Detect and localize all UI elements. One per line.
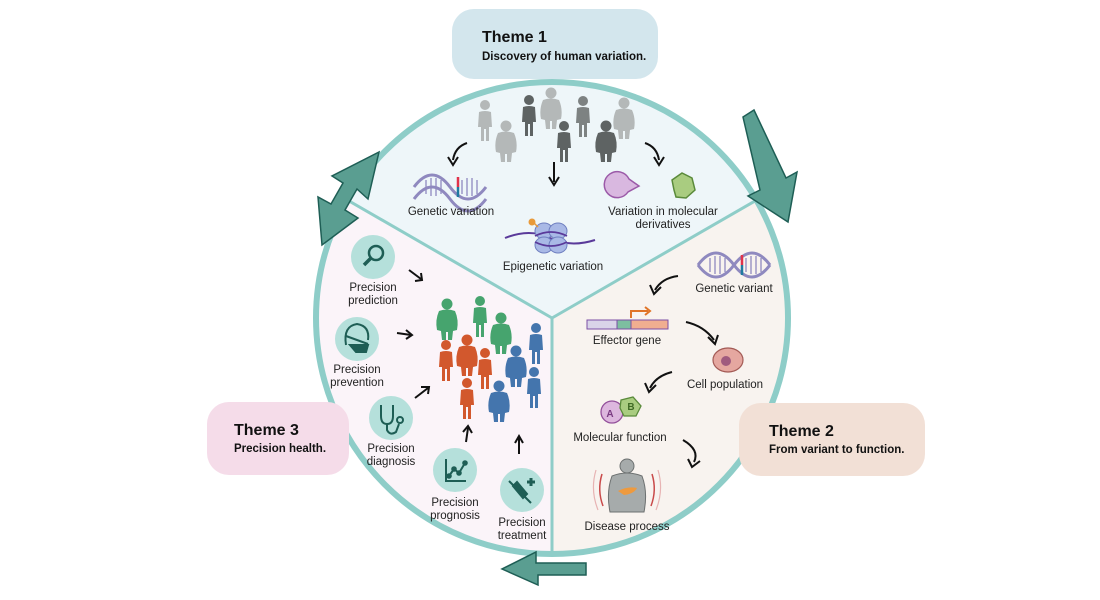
theme2-box: Theme 2 From variant to function.	[739, 403, 925, 476]
effector-gene-icon	[586, 306, 669, 330]
theme1-arrows	[447, 142, 665, 187]
syringe-icon	[508, 478, 535, 504]
face-mask-icon	[344, 322, 370, 353]
theme1-title: Theme 1	[482, 29, 547, 46]
precision-item-treatment: Precision treatment	[498, 468, 547, 542]
label-line1: Precision	[367, 443, 414, 455]
molecular-derivatives-icon	[603, 170, 696, 199]
label-a: A	[606, 409, 613, 420]
label-molecular-function: Molecular function	[573, 432, 666, 444]
label-line2: prediction	[348, 295, 398, 307]
label-epigenetic-variation: Epigenetic variation	[503, 261, 603, 273]
label-line1: Precision	[349, 282, 396, 294]
label-line2: prognosis	[430, 510, 480, 522]
line-chart-icon	[445, 459, 468, 482]
disease-process-icon	[592, 458, 662, 513]
theme2-subtitle: From variant to function.	[769, 444, 905, 456]
label-line1: Precision	[498, 517, 545, 529]
curved-arrow-icon	[644, 142, 660, 161]
precision-item-prognosis: Precision prognosis	[430, 448, 480, 522]
cell-icon	[712, 347, 744, 373]
dna-helix-icon	[412, 173, 488, 213]
label-line2: treatment	[498, 530, 547, 542]
label-molecular-derivatives-line2: derivatives	[636, 219, 691, 231]
molecular-function-icon: A B	[600, 396, 642, 424]
precision-item-prevention: Precision prevention	[330, 317, 384, 389]
theme1-box: Theme 1 Discovery of human variation.	[452, 9, 658, 79]
magnifier-icon	[362, 244, 385, 267]
nucleosome-icon	[504, 218, 596, 254]
theme3-box: Theme 3 Precision health.	[207, 402, 349, 475]
theme3-subtitle: Precision health.	[234, 443, 327, 455]
precision-item-prediction: Precision prediction	[348, 235, 398, 307]
sector-divider	[551, 188, 775, 320]
label-effector-gene: Effector gene	[593, 335, 661, 347]
cycle-arrow-theme3-theme1-bidirectional	[317, 150, 381, 247]
label-line1: Precision	[333, 364, 380, 376]
label-disease-process: Disease process	[584, 521, 669, 533]
icon-circle	[351, 235, 395, 279]
theme2-title: Theme 2	[769, 423, 834, 440]
curved-arrow-icon	[452, 142, 468, 161]
label-line2: prevention	[330, 377, 384, 389]
cycle-arrow-theme2-to-theme3	[500, 550, 587, 587]
theme2-arrows	[644, 275, 719, 469]
arrow-head	[447, 156, 459, 167]
label-genetic-variant: Genetic variant	[695, 283, 773, 295]
cycle-ring	[313, 79, 791, 557]
sector-divider	[329, 188, 553, 320]
cycle-arrow-theme1-to-theme2	[742, 108, 799, 224]
precision-item-diagnosis: Precision diagnosis	[367, 396, 416, 468]
label-line1: Precision	[431, 497, 478, 509]
theme3-title: Theme 3	[234, 422, 299, 439]
label-line2: diagnosis	[367, 456, 416, 468]
theme3-arrows	[396, 269, 524, 454]
theme1-subtitle: Discovery of human variation.	[482, 51, 647, 63]
label-molecular-derivatives-line1: Variation in molecular	[608, 206, 718, 218]
label-b: B	[627, 402, 634, 413]
label-cell-population: Cell population	[687, 379, 763, 391]
stethoscope-icon	[380, 405, 404, 435]
dna-helix-icon	[696, 251, 772, 279]
label-genetic-variation: Genetic variation	[408, 206, 494, 218]
